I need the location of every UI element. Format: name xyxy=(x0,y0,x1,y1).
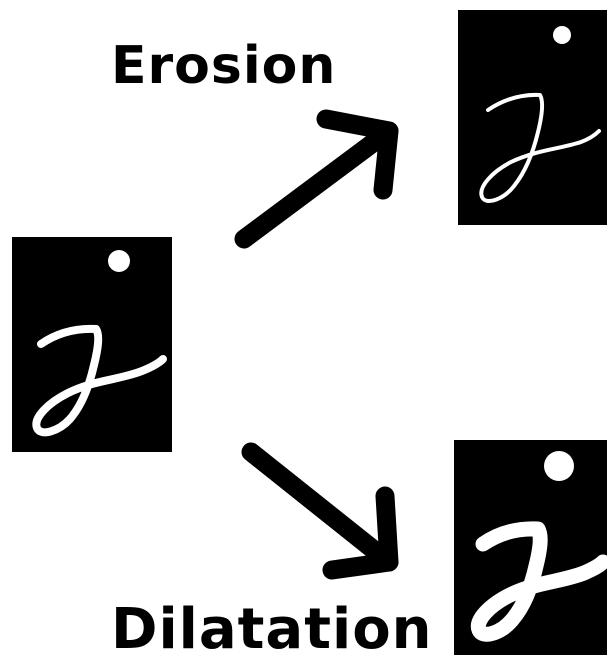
arrow-up-right-icon xyxy=(244,119,389,239)
erosion-label: Erosion xyxy=(111,40,336,92)
dilated-image-panel xyxy=(454,440,607,655)
arrow-down-right-icon xyxy=(251,452,389,570)
eroded-image-panel xyxy=(458,10,607,225)
letter-j-glyph-dilated xyxy=(454,440,607,655)
letter-j-glyph-eroded xyxy=(458,10,607,225)
original-image-panel xyxy=(12,237,172,452)
dilatation-label: Dilatation xyxy=(111,602,433,658)
letter-j-glyph-original xyxy=(12,237,172,452)
